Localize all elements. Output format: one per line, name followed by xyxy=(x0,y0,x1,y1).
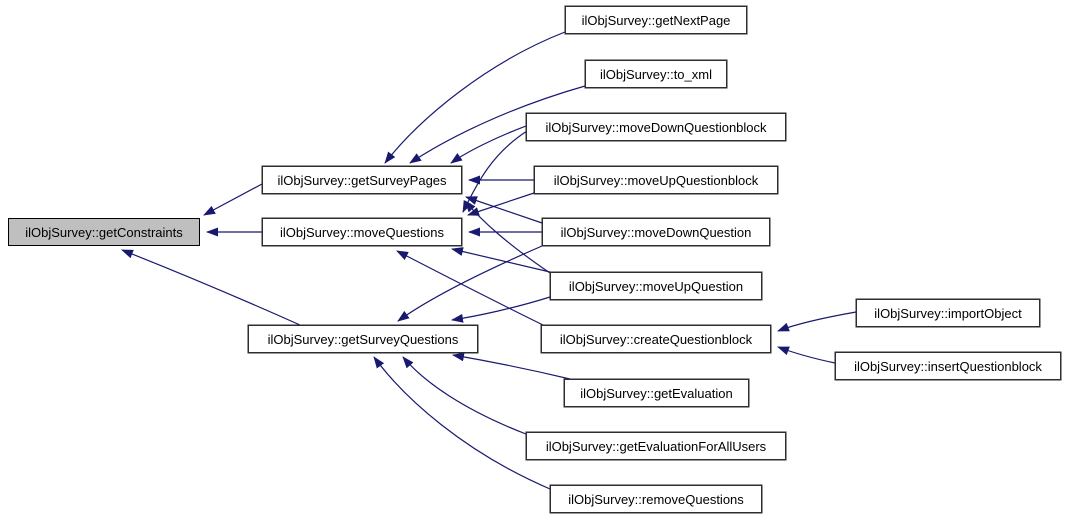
node-removeQuestions[interactable]: ilObjSurvey::removeQuestions xyxy=(550,485,762,513)
edge-getSurveyQuestions-to-getConstraints xyxy=(121,249,301,326)
edge-to_xml-to-getSurveyPages xyxy=(409,85,586,164)
node-label: ilObjSurvey::getNextPage xyxy=(581,12,731,28)
node-label: ilObjSurvey::moveDownQuestion xyxy=(560,224,752,240)
node-label: ilObjSurvey::createQuestionblock xyxy=(559,331,753,347)
node-label: ilObjSurvey::getEvaluation xyxy=(580,385,733,401)
edge-getEvaluation-to-getSurveyQuestions xyxy=(452,352,571,380)
node-label: ilObjSurvey::getConstraints xyxy=(25,224,183,240)
node-getNextPage[interactable]: ilObjSurvey::getNextPage xyxy=(565,6,747,34)
edge-getNextPage-to-getSurveyPages xyxy=(384,31,566,164)
edge-moveUpQuestionblock-to-moveQuestions xyxy=(467,192,535,216)
edge-moveDownQuestion-to-getSurveyQuestions xyxy=(397,245,543,322)
node-label: ilObjSurvey::to_xml xyxy=(600,66,712,82)
node-label: ilObjSurvey::removeQuestions xyxy=(568,491,744,507)
edge-importObject-to-createQuestionblock xyxy=(777,311,857,332)
node-getEvaluationForAllUsers[interactable]: ilObjSurvey::getEvaluationForAllUsers xyxy=(526,432,786,460)
node-label: ilObjSurvey::getSurveyPages xyxy=(277,172,447,188)
edge-getEvaluationForAllUsers-to-getSurveyQuestions xyxy=(402,356,527,435)
node-importObject[interactable]: ilObjSurvey::importObject xyxy=(856,299,1040,327)
node-to_xml[interactable]: ilObjSurvey::to_xml xyxy=(585,60,727,88)
edge-moveDownQuestionblock-to-getSurveyPages xyxy=(450,125,527,164)
node-createQuestionblock[interactable]: ilObjSurvey::createQuestionblock xyxy=(541,325,771,353)
edge-moveDownQuestionblock-to-moveQuestions xyxy=(462,130,528,213)
node-label: ilObjSurvey::moveQuestions xyxy=(279,224,444,240)
node-label: ilObjSurvey::insertQuestionblock xyxy=(854,358,1042,374)
node-moveUpQuestionblock[interactable]: ilObjSurvey::moveUpQuestionblock xyxy=(534,166,778,194)
node-getEvaluation[interactable]: ilObjSurvey::getEvaluation xyxy=(564,379,749,407)
node-moveDownQuestion[interactable]: ilObjSurvey::moveDownQuestion xyxy=(542,218,770,246)
edge-moveUpQuestion-to-getSurveyQuestions xyxy=(451,296,551,323)
node-label: ilObjSurvey::moveUpQuestionblock xyxy=(553,172,759,188)
node-label: ilObjSurvey::moveDownQuestionblock xyxy=(545,119,767,135)
node-moveQuestions[interactable]: ilObjSurvey::moveQuestions xyxy=(262,218,462,246)
edge-getSurveyPages-to-getConstraints xyxy=(203,183,263,216)
node-moveUpQuestion[interactable]: ilObjSurvey::moveUpQuestion xyxy=(550,272,762,300)
edge-createQuestionblock-to-moveQuestions xyxy=(396,250,544,326)
edge-insertQuestionblock-to-createQuestionblock xyxy=(777,346,836,364)
node-label: ilObjSurvey::moveUpQuestion xyxy=(568,278,744,294)
node-label: ilObjSurvey::getSurveyQuestions xyxy=(267,331,459,347)
node-getConstraints: ilObjSurvey::getConstraints xyxy=(8,218,200,246)
node-insertQuestionblock[interactable]: ilObjSurvey::insertQuestionblock xyxy=(835,352,1061,380)
edge-removeQuestions-to-getSurveyQuestions xyxy=(373,356,551,490)
node-label: ilObjSurvey::getEvaluationForAllUsers xyxy=(545,438,767,454)
node-getSurveyQuestions[interactable]: ilObjSurvey::getSurveyQuestions xyxy=(248,325,478,353)
node-moveDownQuestionblock[interactable]: ilObjSurvey::moveDownQuestionblock xyxy=(526,113,786,141)
edge-moveUpQuestion-to-moveQuestions xyxy=(451,247,551,273)
node-label: ilObjSurvey::importObject xyxy=(874,305,1022,321)
edge-moveDownQuestion-to-getSurveyPages xyxy=(465,196,543,224)
node-getSurveyPages[interactable]: ilObjSurvey::getSurveyPages xyxy=(262,166,462,194)
